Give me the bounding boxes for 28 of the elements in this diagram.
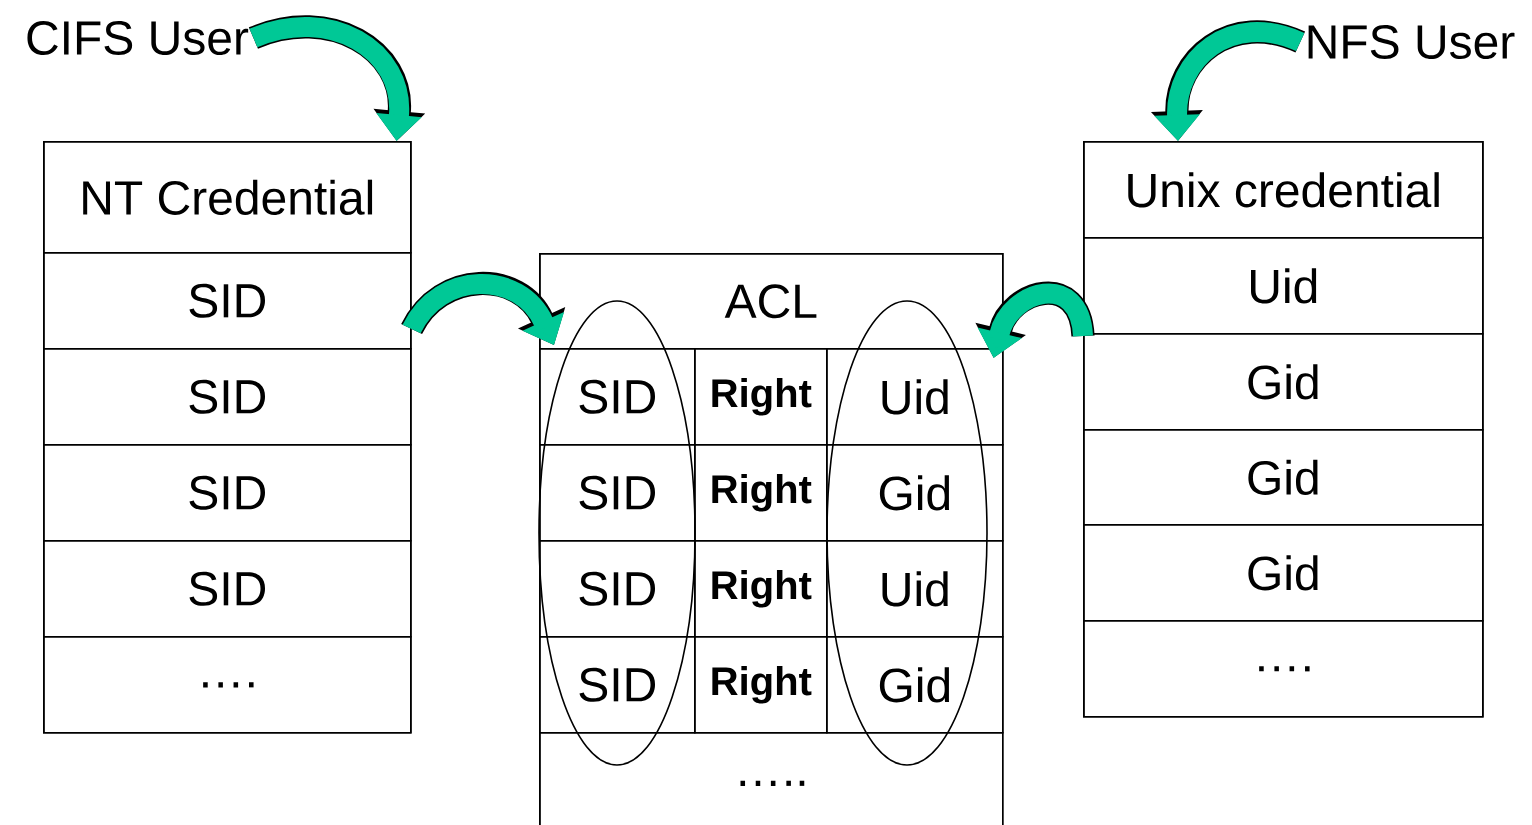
table-cell: SID (539, 636, 696, 734)
table-cell: ACL (539, 253, 1004, 350)
table-cell: SID (539, 348, 696, 446)
table-cell: SID (43, 540, 412, 638)
table-cell: Gid (826, 444, 1004, 542)
table-cell: SID (43, 348, 412, 446)
table-cell: Uid (826, 540, 1004, 638)
table-cell: SID (539, 540, 696, 638)
table-cell: ….. (539, 732, 1004, 825)
table-cell: Uid (826, 348, 1004, 446)
table-cell: Gid (1083, 429, 1484, 526)
table-cell: Uid (1083, 237, 1484, 335)
user-label: CIFS User (27, 21, 249, 55)
table-cell: SID (43, 444, 412, 542)
table-cell: Right (694, 444, 828, 542)
table-cell: SID (43, 252, 412, 350)
table-cell: Gid (1083, 333, 1484, 431)
table-cell: NT Credential (43, 141, 412, 254)
table-cell: …. (1083, 620, 1484, 718)
table-cell: Gid (1083, 524, 1484, 622)
table-cell: …. (43, 636, 412, 734)
user-label: NFS User (1308, 25, 1515, 59)
table-cell: Right (694, 540, 828, 638)
table-cell: SID (539, 444, 696, 542)
table-cell: Right (694, 348, 828, 446)
table-cell: Unix credential (1083, 141, 1484, 239)
table-cell: Gid (826, 636, 1004, 734)
table-cell: Right (694, 636, 828, 734)
